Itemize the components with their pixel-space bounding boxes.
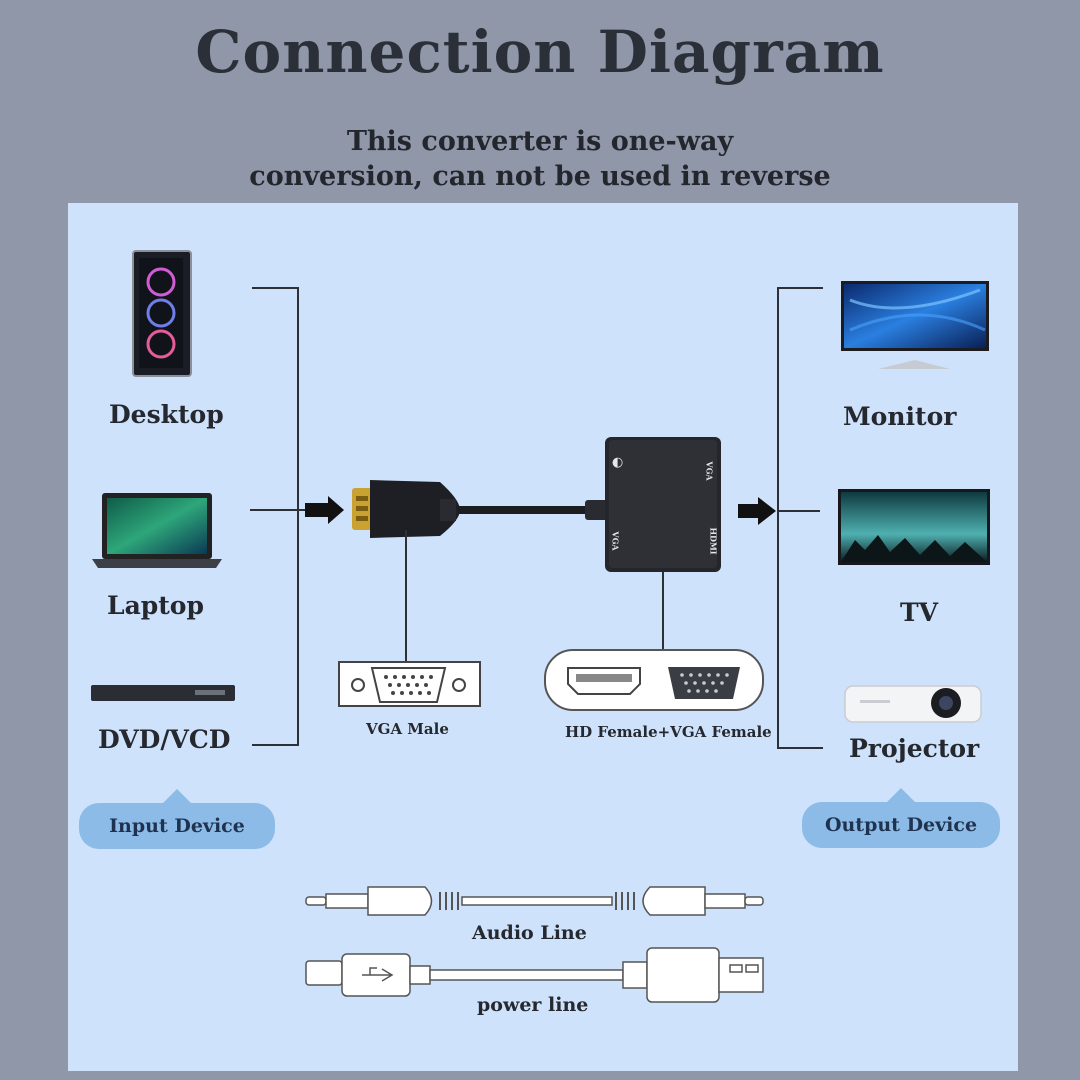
laptop-icon	[92, 493, 222, 568]
page-title: Connection Diagram	[195, 18, 885, 86]
monitor-icon	[841, 281, 989, 369]
label-desktop: Desktop	[109, 400, 224, 429]
subtitle-line-1: This converter is one-way	[346, 126, 734, 157]
label-dvd-vcd: DVD/VCD	[98, 725, 231, 754]
tv-icon	[838, 489, 990, 565]
input-arrow-icon	[305, 496, 344, 524]
port-label-vga-side: VGA	[610, 531, 621, 551]
subtitle-line-2: conversion, can not be used in reverse	[249, 161, 831, 192]
desktop-icon	[132, 250, 192, 377]
output-bracket	[777, 287, 823, 749]
power-cable-icon	[305, 947, 764, 1003]
label-monitor: Monitor	[843, 402, 957, 431]
label-audio-line: Audio Line	[472, 922, 587, 944]
label-hd-vga-female: HD Female+VGA Female	[565, 723, 772, 741]
vga-male-plug-icon	[352, 480, 460, 538]
port-label-vga-out: VGA	[704, 461, 715, 481]
label-laptop: Laptop	[107, 591, 204, 620]
label-vga-male: VGA Male	[366, 720, 449, 738]
label-power-line: power line	[477, 994, 589, 1016]
label-tv: TV	[900, 598, 939, 627]
input-device-badge: Input Device	[79, 789, 275, 849]
output-device-badge: Output Device	[802, 788, 1000, 848]
port-label-hdmi: HDMI	[708, 527, 719, 555]
subtitle: This converter is one-way conversion, ca…	[0, 124, 1080, 194]
projector-icon	[844, 685, 982, 723]
hdmi-vga-female-icon	[544, 649, 764, 711]
output-arrow-icon	[738, 497, 776, 525]
cable-strain-relief	[585, 500, 610, 520]
audio-cable-icon	[305, 886, 764, 916]
adapter-box-icon	[605, 437, 721, 572]
dvd-player-icon	[91, 685, 235, 701]
label-projector: Projector	[849, 734, 980, 763]
vga-port-icon	[338, 661, 481, 707]
port-label-audio: ◐	[612, 455, 624, 470]
